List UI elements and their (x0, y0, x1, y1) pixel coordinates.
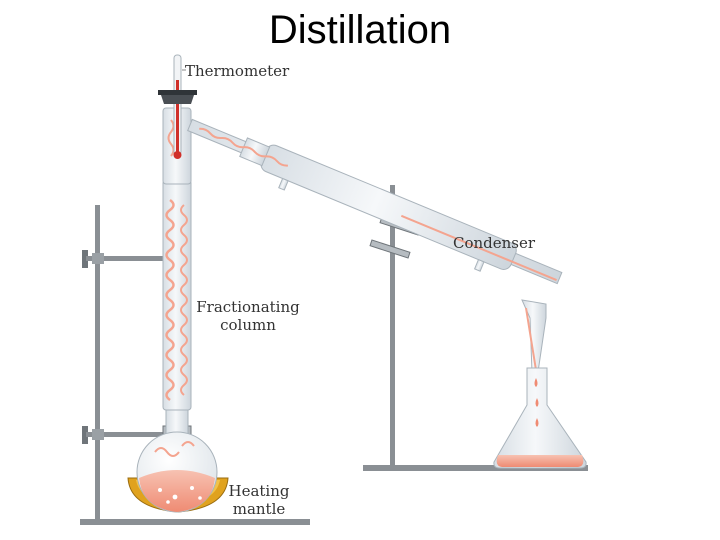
heating-mantle-label-line2: mantle (232, 500, 286, 518)
condenser-label: Condenser (453, 234, 536, 252)
receiving-flask (493, 367, 587, 469)
condenser (187, 118, 563, 285)
heating-mantle-label-line1: Heating (228, 482, 290, 500)
fractionating-column-label-line2: column (220, 316, 276, 334)
thermometer-label: Thermometer (185, 62, 290, 80)
heating-mantle-label: Heating mantle (226, 482, 292, 518)
adapter (521, 299, 547, 373)
slide-title: Distillation (268, 8, 452, 52)
round-bottom-flask (136, 407, 218, 513)
fractionating-column-label-line1: Fractionating (196, 298, 300, 316)
thermometer (158, 54, 197, 159)
fractionating-column-label: Fractionating column (193, 298, 303, 334)
fractionating-column (162, 179, 192, 411)
